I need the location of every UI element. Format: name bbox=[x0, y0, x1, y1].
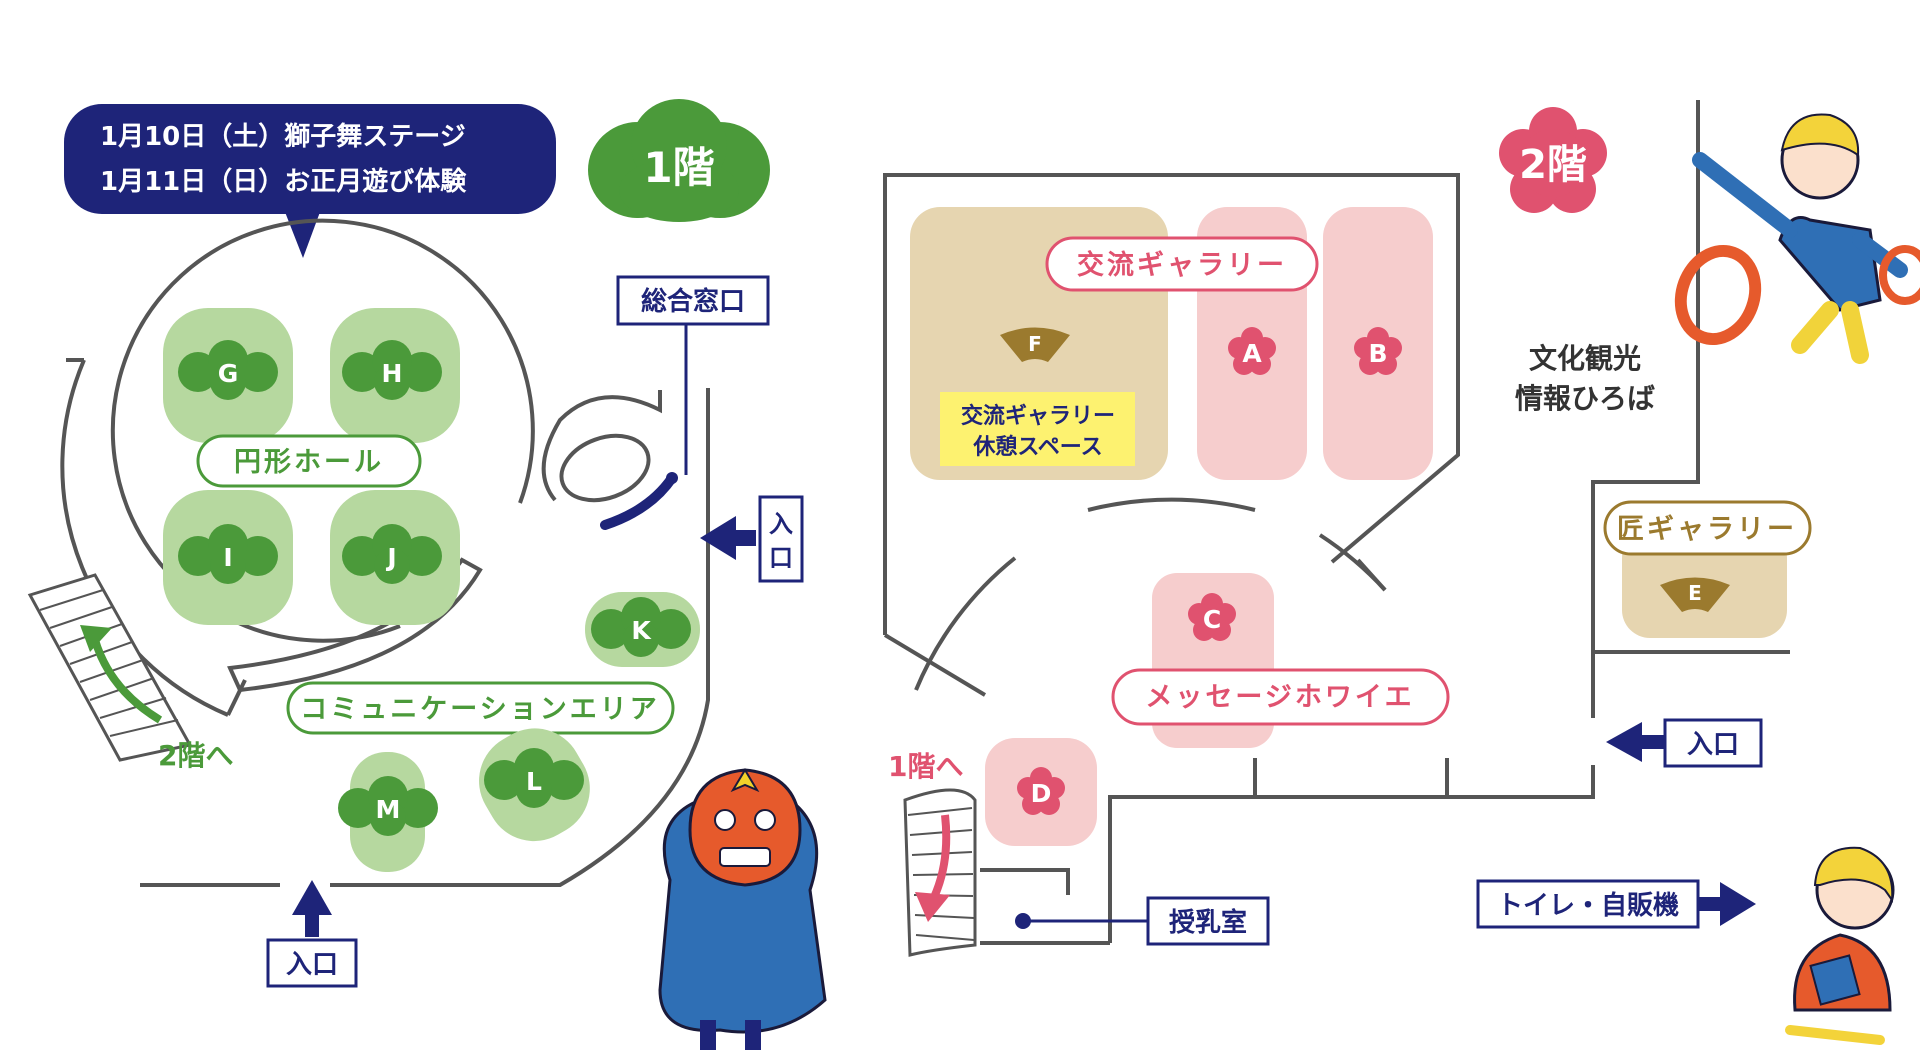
entrance-2f-label: 入口 bbox=[1687, 730, 1739, 760]
toilet-vending-sign[interactable]: トイレ・自販機 bbox=[1476, 879, 1756, 929]
entrance-bottom-label: 入口 bbox=[286, 950, 338, 980]
stairs-2f-label: 2階へ bbox=[158, 739, 233, 772]
fan-icon bbox=[1000, 327, 1070, 362]
floor2-badge: 2階 bbox=[1499, 107, 1607, 213]
entrance-right-label: 入口 bbox=[769, 510, 793, 572]
booth-g[interactable]: G bbox=[163, 308, 293, 443]
info-plaza-line2: 情報ひろば bbox=[1515, 382, 1655, 415]
toilet-label: トイレ・自販機 bbox=[1497, 890, 1679, 921]
event-line-1: 1月10日（土）獅子舞ステージ bbox=[100, 121, 466, 152]
nursing-label: 授乳室 bbox=[1169, 907, 1247, 938]
arrow-icon bbox=[1606, 722, 1642, 762]
booth-i-label: I bbox=[223, 543, 232, 572]
arrow-icon bbox=[292, 880, 332, 915]
booth-e[interactable]: E bbox=[1660, 577, 1730, 613]
event-callout: 1月10日（土）獅子舞ステージ 1月11日（日）お正月遊び体験 bbox=[64, 104, 556, 258]
event-line-2: 1月11日（日）お正月遊び体験 bbox=[100, 166, 467, 197]
booth-j-label: J bbox=[385, 543, 396, 572]
booth-d-label: D bbox=[1031, 779, 1052, 808]
community-label: コミュニケーションエリア bbox=[300, 694, 659, 725]
booth-h[interactable]: H bbox=[330, 308, 460, 443]
child-ring-toss-illustration bbox=[1674, 113, 1920, 364]
floor2-map: 2階 A B 交流ギャラリー F bbox=[883, 100, 1920, 1045]
entrance-2f: 入口 bbox=[1606, 718, 1763, 768]
child-puzzle-illustration bbox=[1785, 846, 1895, 1045]
entrance-bottom-1f: 入口 bbox=[266, 880, 358, 988]
stairs-to-2f: 2階へ bbox=[27, 573, 233, 772]
floor2-badge-label: 2階 bbox=[1519, 142, 1587, 188]
arrow-icon bbox=[80, 625, 112, 652]
nursing-room: 授乳室 bbox=[1015, 896, 1270, 946]
foyer-label-box: メッセージホワイエ bbox=[1111, 668, 1450, 726]
fan-icon bbox=[1660, 577, 1730, 612]
foyer-wall bbox=[1108, 765, 1595, 943]
arrow-icon bbox=[700, 516, 736, 560]
hall-label: 円形ホール bbox=[234, 447, 384, 478]
booth-a-label: A bbox=[1242, 339, 1262, 368]
gallery-label-box: 交流ギャラリー bbox=[1045, 236, 1319, 292]
floor1-outer-wall bbox=[330, 388, 710, 887]
arrow-icon bbox=[915, 892, 950, 922]
booth-j[interactable]: J bbox=[330, 490, 460, 625]
lion-dance-illustration bbox=[658, 768, 827, 1050]
hall-label-box: 円形ホール bbox=[196, 434, 422, 488]
booth-f[interactable]: F bbox=[1000, 327, 1070, 363]
takumi-gallery: 匠ギャラリー E bbox=[1591, 100, 1812, 718]
booth-b[interactable]: B bbox=[1323, 207, 1433, 480]
booth-i[interactable]: I bbox=[163, 490, 293, 625]
booth-e-label: E bbox=[1688, 581, 1702, 605]
floor2-outer-wall bbox=[883, 173, 1460, 635]
floor1-map: 1月10日（土）獅子舞ステージ 1月11日（日）お正月遊び体験 1階 bbox=[27, 99, 827, 1050]
stairs-1f-label: 1階へ bbox=[888, 750, 963, 783]
floor1-badge: 1階 bbox=[588, 99, 770, 222]
stairs-to-1f: 1階へ bbox=[888, 750, 1110, 957]
outer-wall-arc bbox=[60, 359, 229, 717]
booth-f-label: F bbox=[1028, 332, 1042, 356]
rest-label-line1: 交流ギャラリー bbox=[961, 403, 1115, 429]
info-plaza-line1: 文化観光 bbox=[1529, 342, 1641, 375]
booth-l[interactable]: L bbox=[461, 711, 607, 859]
counter-label-box: 総合窓口 bbox=[616, 275, 770, 326]
booth-k-label: K bbox=[631, 616, 652, 645]
arrow-icon bbox=[1720, 882, 1756, 926]
rest-space-label-box: 交流ギャラリー 休憩スペース bbox=[940, 392, 1135, 466]
booth-m[interactable]: M bbox=[338, 752, 438, 872]
booth-d[interactable]: D bbox=[985, 738, 1097, 846]
rest-label-line2: 休憩スペース bbox=[972, 434, 1102, 460]
community-label-box: コミュニケーションエリア bbox=[286, 681, 675, 735]
counter-label: 総合窓口 bbox=[641, 286, 745, 317]
entrance-right-1f: 入口 bbox=[700, 495, 804, 583]
booth-l-label: L bbox=[526, 767, 542, 796]
booth-h-label: H bbox=[382, 359, 403, 388]
gallery-label: 交流ギャラリー bbox=[1077, 249, 1287, 281]
foyer-label: メッセージホワイエ bbox=[1145, 682, 1414, 713]
counter-desk bbox=[541, 322, 688, 530]
booth-m-label: M bbox=[376, 795, 401, 824]
booth-c-label: C bbox=[1203, 605, 1221, 634]
booth-g-label: G bbox=[218, 359, 239, 388]
booth-b-label: B bbox=[1368, 339, 1387, 368]
takumi-label: 匠ギャラリー bbox=[1617, 514, 1797, 545]
booth-k[interactable]: K bbox=[585, 592, 700, 667]
floor1-badge-label: 1階 bbox=[643, 143, 714, 192]
